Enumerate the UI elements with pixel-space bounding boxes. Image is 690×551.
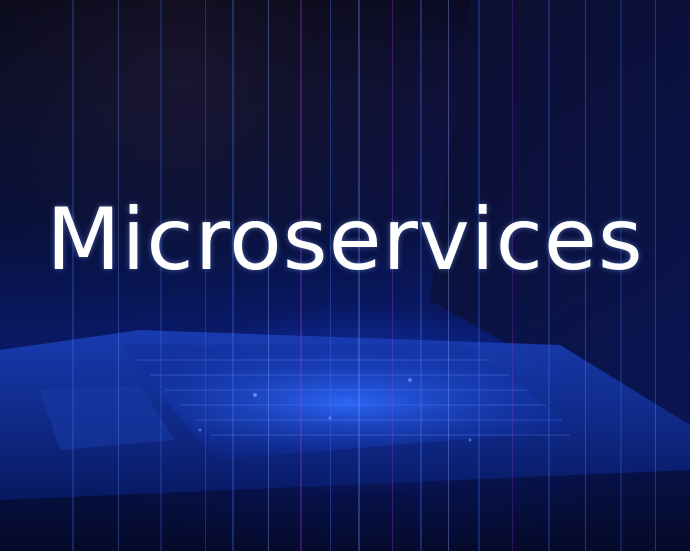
laptop-trackpad: [40, 385, 175, 450]
laptop-screen: [430, 0, 690, 420]
bokeh-particles: [198, 378, 472, 442]
light-streaks: [72, 0, 656, 551]
keyboard-keys: [135, 359, 570, 436]
image-title: Microservices: [46, 190, 644, 290]
laptop-keyboard: [120, 345, 575, 460]
